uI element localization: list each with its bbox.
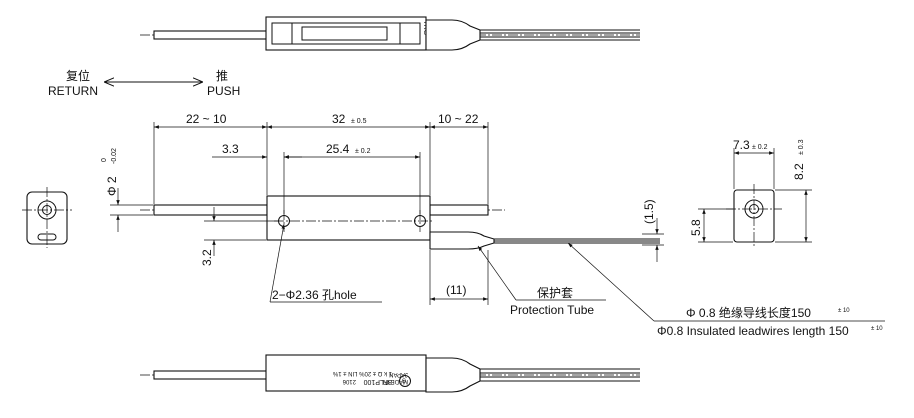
hole-center-dimension: 5.8 xyxy=(689,208,733,243)
direction-indicator: 复位 RETURN 推 PUSH xyxy=(48,68,240,98)
dim-hole-center: 5.8 xyxy=(689,219,703,236)
front-view-tube xyxy=(429,231,495,250)
hole-dimensions: 3.3 25.4 ± 0.2 xyxy=(212,142,421,214)
marking-rating: 1 k Ω ± 20% LIN ± 1% xyxy=(332,370,392,376)
hole-height-dimension: 3.2 xyxy=(200,207,278,266)
leadwire-label-en: Φ0.8 Insulated leadwires length 150 xyxy=(657,324,849,338)
bottom-view-body xyxy=(265,354,427,392)
right-end-view xyxy=(726,184,782,248)
end-width-dimension: 7.3 ± 0.2 xyxy=(733,138,775,189)
hole-callout: 2−Φ2.36 孔hole xyxy=(269,223,382,303)
end-height-dimension: 8.2 ± 0.3 xyxy=(775,139,812,243)
dim-body-length: 32 xyxy=(332,112,346,126)
leadwire-label-en-tol: ± 10 xyxy=(871,326,883,332)
tube-label-cn: 保护套 xyxy=(537,286,573,300)
leadwire-label-cn-tol: ± 10 xyxy=(838,308,850,314)
dim-rod-dia-tol-upper: 0 xyxy=(101,158,108,162)
leadwire-label-cn: Φ 0.8 绝缘导线长度150 xyxy=(686,305,811,320)
svg-text:S: S xyxy=(402,379,406,385)
dim-rod-dia: Φ 2 xyxy=(105,176,119,196)
top-view: YRG xyxy=(140,16,640,51)
dim-left-rod: 22 ~ 10 xyxy=(186,112,227,126)
left-end-view xyxy=(22,187,72,248)
push-label-en: PUSH xyxy=(207,84,240,98)
reset-label-en: RETURN xyxy=(48,84,98,98)
front-view-body xyxy=(266,195,431,241)
reset-label-cn: 复位 xyxy=(66,68,90,83)
marking-model: 8FLP100 xyxy=(363,378,392,385)
dim-lead-offset: (1.5) xyxy=(642,199,656,224)
bottom-view-tube xyxy=(425,357,481,393)
dim-right-range: 10 ~ 22 xyxy=(438,112,479,126)
dim-tube-length: (11) xyxy=(446,283,466,297)
dim-hole-height: 3.2 xyxy=(200,249,214,266)
top-view-tube xyxy=(425,19,481,51)
dim-end-height: 8.2 xyxy=(792,163,806,180)
dim-end-width: 7.3 xyxy=(733,138,750,152)
marking-origin-2: JAPAN xyxy=(389,371,408,377)
tube-length-dimension: (11) xyxy=(429,250,489,305)
rod-diameter-dimension: Φ 2 0 -0.02 xyxy=(101,148,153,232)
dim-hole-pitch: 25.4 xyxy=(326,142,350,156)
dim-rod-dia-tol-lower: -0.02 xyxy=(111,148,118,164)
tube-callout: 保护套 Protection Tube xyxy=(477,245,606,317)
marking-code: 2106 xyxy=(342,378,356,384)
top-view-rod xyxy=(153,30,271,40)
dim-hole-pitch-tol: ± 0.2 xyxy=(355,148,371,155)
leadwire-callout: Φ 0.8 绝缘导线长度150 ± 10 Φ0.8 Insulated lead… xyxy=(567,242,885,338)
front-view xyxy=(140,195,660,250)
dim-offset: 3.3 xyxy=(222,142,239,156)
hole-callout-label: 2−Φ2.36 孔hole xyxy=(272,288,357,302)
marking-logo xyxy=(399,375,411,387)
marking-origin-1: MADE IN xyxy=(383,378,408,384)
top-view-body xyxy=(265,16,427,51)
tube-label-en: Protection Tube xyxy=(510,303,594,317)
lead-offset-dimension: (1.5) xyxy=(642,199,664,262)
dim-end-height-tol: ± 0.3 xyxy=(798,139,805,155)
bottom-view: 8FLP100 2106 1 k Ω ± 20% LIN ± 1% MADE I… xyxy=(140,354,640,393)
push-label-cn: 推 xyxy=(216,69,228,83)
overall-dimensions: 22 ~ 10 32 ± 0.5 10 ~ 22 xyxy=(153,112,489,204)
dim-body-length-tol: ± 0.5 xyxy=(351,118,367,125)
dim-end-width-tol: ± 0.2 xyxy=(752,144,768,151)
